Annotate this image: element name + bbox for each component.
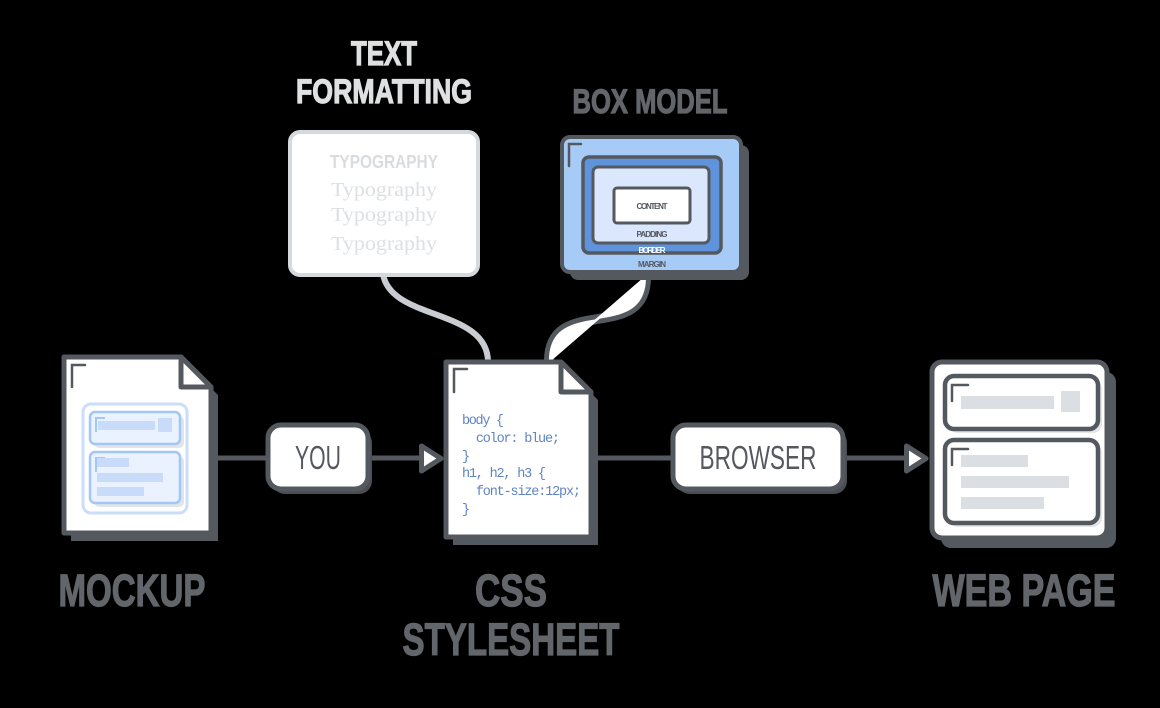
svg-text:}: } bbox=[462, 503, 470, 518]
svg-text:YOU: YOU bbox=[295, 440, 341, 477]
svg-text:BROWSER: BROWSER bbox=[700, 440, 817, 477]
svg-text:Typography: Typography bbox=[331, 180, 437, 201]
svg-text:TEXT: TEXT bbox=[351, 35, 417, 73]
svg-text:color: blue;: color: blue; bbox=[462, 432, 560, 447]
svg-text:CSS: CSS bbox=[475, 565, 547, 616]
svg-text:PADDING: PADDING bbox=[637, 230, 668, 239]
svg-text:h1, h2, h3 {: h1, h2, h3 { bbox=[462, 467, 546, 482]
svg-text:Typography: Typography bbox=[331, 205, 437, 226]
svg-text:CONTENT: CONTENT bbox=[637, 202, 668, 211]
svg-text:MOCKUP: MOCKUP bbox=[59, 565, 206, 616]
svg-text:BORDER: BORDER bbox=[639, 246, 666, 255]
svg-text:MARGIN: MARGIN bbox=[638, 260, 666, 269]
svg-text:WEB PAGE: WEB PAGE bbox=[933, 565, 1116, 616]
svg-text:body {: body { bbox=[462, 414, 504, 429]
svg-text:STYLESHEET: STYLESHEET bbox=[403, 614, 620, 665]
svg-text:TYPOGRAPHY: TYPOGRAPHY bbox=[330, 152, 438, 172]
svg-text:}: } bbox=[462, 450, 470, 465]
svg-text:BOX MODEL: BOX MODEL bbox=[573, 83, 728, 121]
svg-text:FORMATTING: FORMATTING bbox=[296, 73, 472, 111]
svg-text:font-size:12px;: font-size:12px; bbox=[462, 485, 581, 500]
svg-text:Typography: Typography bbox=[331, 234, 437, 255]
